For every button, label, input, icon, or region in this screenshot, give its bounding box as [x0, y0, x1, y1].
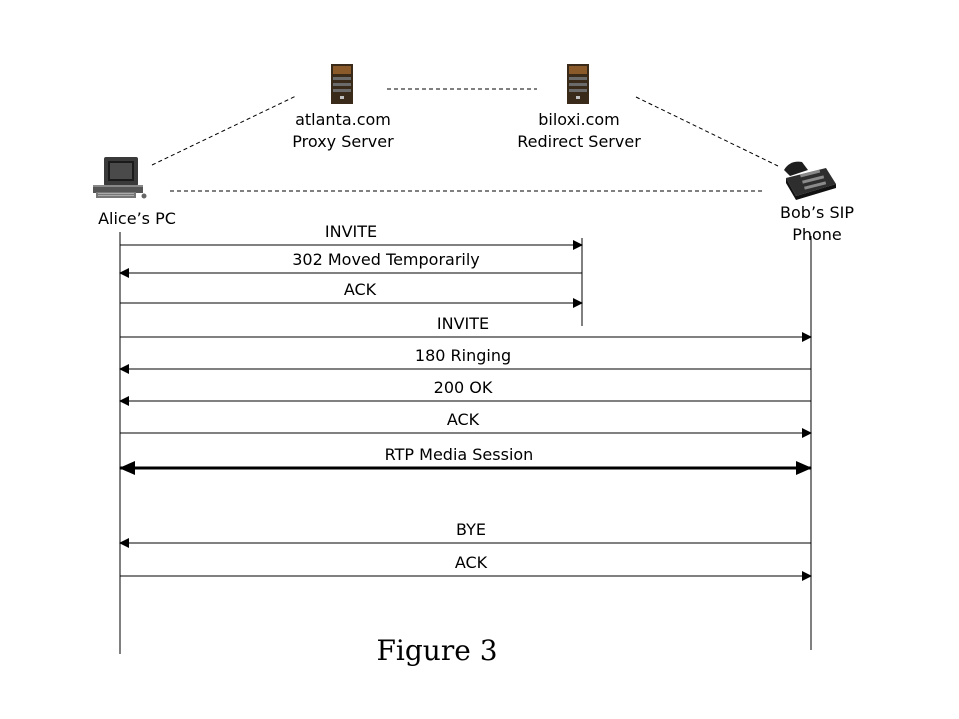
desktop-computer-icon: [93, 157, 147, 199]
server-tower-icon: [567, 64, 589, 104]
bob-phone-label: Bob’s SIP Phone: [780, 202, 854, 246]
link-redirect-bob: [635, 96, 779, 167]
bob-phone-line1: Bob’s SIP: [780, 203, 854, 222]
alice-pc-name: Alice’s PC: [98, 209, 176, 228]
redirect-domain: biloxi.com: [538, 110, 620, 129]
alice-pc-label: Alice’s PC: [98, 208, 176, 230]
message-arrows: [119, 240, 812, 581]
redirect-role: Redirect Server: [517, 132, 641, 151]
desk-phone-icon: [784, 161, 836, 200]
message-label: RTP Media Session: [384, 445, 534, 464]
message-label: 180 Ringing: [414, 346, 512, 365]
message-label: ACK: [454, 553, 488, 572]
message-label: 200 OK: [433, 378, 493, 397]
bob-phone-line2: Phone: [792, 225, 842, 244]
message-label: ACK: [343, 280, 377, 299]
message-label: BYE: [456, 520, 486, 539]
message-label: INVITE: [324, 222, 378, 241]
message-label: INVITE: [436, 314, 490, 333]
server-tower-icon: [331, 64, 353, 104]
proxy-domain: atlanta.com: [295, 110, 391, 129]
message-label: 302 Moved Temporarily: [292, 250, 480, 269]
link-alice-proxy: [151, 95, 297, 166]
redirect-server-label: biloxi.com Redirect Server: [517, 109, 641, 153]
message-label: ACK: [446, 410, 480, 429]
figure-caption: Figure 3: [376, 634, 498, 667]
proxy-role: Proxy Server: [292, 132, 394, 151]
proxy-server-label: atlanta.com Proxy Server: [292, 109, 393, 153]
